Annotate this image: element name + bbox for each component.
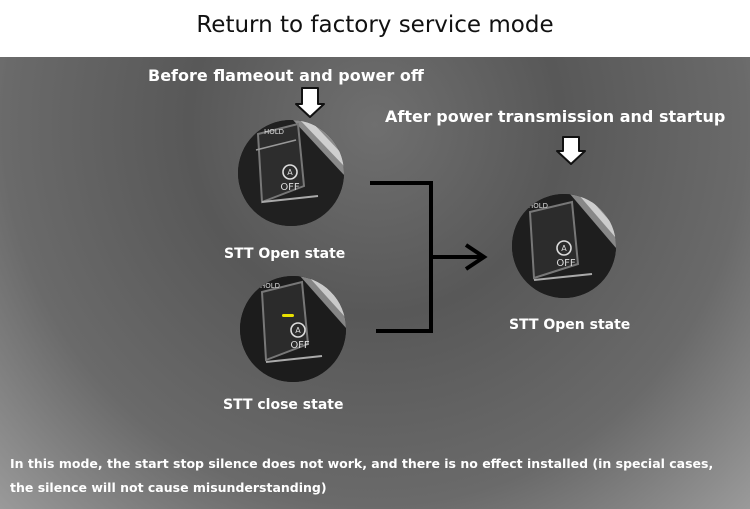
down-arrow-icon — [556, 136, 586, 165]
indicator-light — [282, 314, 294, 317]
svg-text:A: A — [287, 168, 293, 177]
off-text: OFF — [280, 182, 300, 193]
button-caption-open: STT Open state — [224, 246, 346, 262]
button-photo-graphic: A OFF HOLD — [238, 120, 344, 226]
svg-text:A: A — [561, 244, 567, 253]
hold-text: HOLD — [264, 128, 284, 136]
page-title: Return to factory service mode — [196, 12, 554, 38]
after-label: After power transmission and startup — [385, 107, 726, 126]
hold-text: HOLD — [528, 202, 548, 210]
right-arrow-icon — [464, 243, 488, 271]
title-bar: Return to factory service mode — [0, 0, 750, 57]
before-label: Before flameout and power off — [148, 66, 424, 85]
svg-text:A: A — [295, 326, 301, 335]
stt-open-button-photo: A OFF HOLD — [238, 120, 344, 226]
diagram-panel — [0, 57, 750, 509]
down-arrow-icon — [295, 87, 325, 118]
off-text: OFF — [556, 258, 576, 269]
mode-note: In this mode, the start stop silence doe… — [10, 456, 714, 495]
button-caption-close: STT close state — [223, 397, 344, 413]
hold-text: HOLD — [260, 282, 280, 290]
bracket-connector — [370, 181, 433, 333]
off-text: OFF — [290, 340, 310, 351]
button-photo-graphic: A OFF HOLD — [240, 276, 346, 382]
button-caption-after: STT Open state — [509, 317, 631, 333]
stt-open-after-button-photo: A OFF HOLD — [512, 194, 616, 298]
stt-close-button-photo: A OFF HOLD — [240, 276, 346, 382]
